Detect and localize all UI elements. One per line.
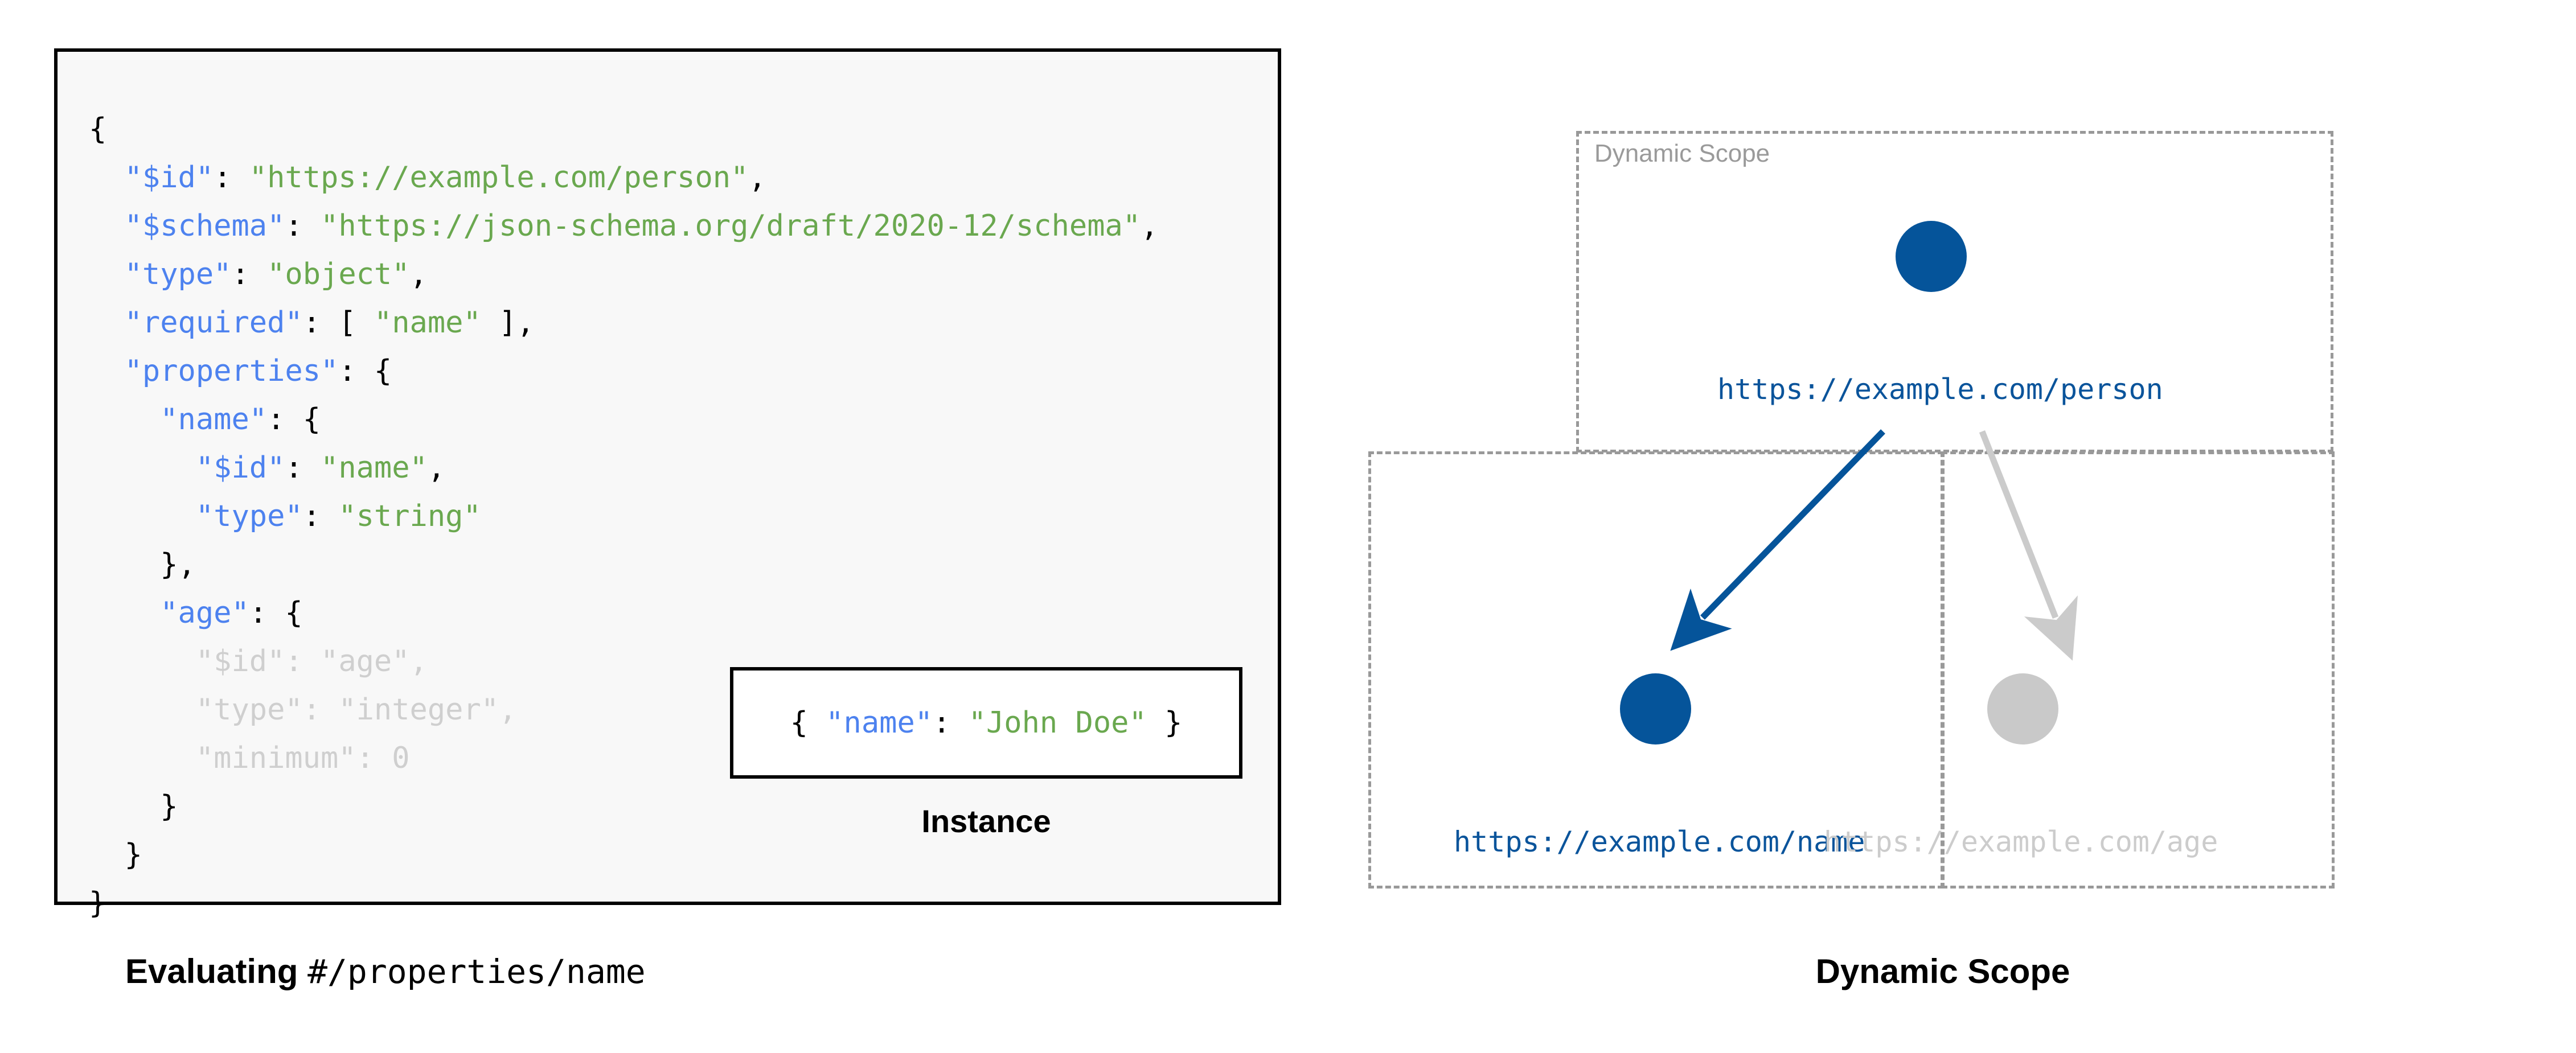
code-token: , — [1141, 209, 1159, 243]
code-token: "properties" — [124, 354, 339, 388]
code-token: : { — [338, 354, 392, 388]
evaluating-caption-pointer: #/properties/name — [307, 952, 646, 991]
code-token: : { — [249, 596, 303, 630]
code-token: "integer" — [338, 693, 499, 727]
code-token: }, — [160, 548, 196, 582]
scope-box-name — [1368, 451, 1943, 889]
code-token: : — [214, 161, 249, 195]
code-line: "name": { — [89, 396, 1158, 444]
code-line: { — [89, 105, 1158, 154]
node-label-age: https://example.com/age — [1824, 825, 2218, 858]
dynamic-scope-caption: Dynamic Scope — [1815, 952, 2070, 990]
instance-box: { "name": "John Doe" } — [730, 667, 1242, 779]
evaluating-caption-bold: Evaluating — [125, 952, 308, 990]
node-circle-name — [1620, 673, 1691, 744]
code-line: "age": { — [89, 589, 1158, 637]
code-line: "properties": { — [89, 347, 1158, 396]
code-token: : — [302, 499, 339, 533]
code-token: "$schema" — [124, 209, 285, 243]
instance-json: { "name": "John Doe" } — [790, 706, 1183, 740]
code-token: : — [933, 706, 969, 740]
scope-box-person — [1576, 131, 2333, 453]
dynamic-scope-diagram: Dynamic Scope https://example.com/person… — [1310, 0, 2576, 1053]
code-token: "$id" — [124, 161, 214, 195]
code-line: "required": [ "name" ], — [89, 299, 1158, 347]
code-token: "minimum" — [195, 741, 356, 775]
code-line: "$schema": "https://json-schema.org/draf… — [89, 202, 1159, 250]
code-line: "$id": "name", — [89, 444, 1158, 492]
code-line: }, — [89, 541, 1158, 589]
node-circle-age — [1987, 673, 2058, 744]
schema-code-box: { "$id": "https://example.com/person", "… — [54, 48, 1281, 920]
code-token: "age" — [160, 596, 249, 630]
code-token: , — [748, 161, 766, 195]
code-line: "$id": "age", — [89, 637, 1158, 686]
code-token: : — [285, 451, 321, 485]
code-token: "required" — [124, 306, 303, 340]
code-line: } — [89, 831, 1158, 879]
instance-caption: Instance — [921, 803, 1051, 839]
code-token: : — [231, 257, 268, 291]
code-token: : [ — [302, 306, 374, 340]
code-line: } — [89, 879, 1158, 928]
code-token: "https://example.com/person" — [249, 161, 749, 195]
code-line: "type": "string" — [89, 492, 1158, 541]
evaluating-caption: Evaluating #/properties/name — [125, 952, 646, 991]
code-token: "type" — [124, 257, 232, 291]
code-token: { — [89, 112, 107, 146]
code-token: : — [302, 693, 339, 727]
code-line: "$id": "https://example.com/person", — [89, 154, 1158, 202]
scope-box-age — [1942, 451, 2335, 889]
code-token: "name" — [374, 306, 481, 340]
node-label-name: https://example.com/name — [1454, 825, 1865, 858]
code-line: "type": "object", — [89, 250, 1158, 299]
code-token: "$id" — [195, 451, 285, 485]
scope-box-label: Dynamic Scope — [1594, 139, 1770, 167]
code-token: "John Doe" — [968, 706, 1147, 740]
code-token: , — [409, 644, 428, 678]
code-token: "age" — [321, 644, 410, 678]
schema-panel: { "$id": "https://example.com/person", "… — [54, 48, 1281, 991]
code-token: "name" — [321, 451, 428, 485]
code-line: "minimum": 0 — [89, 734, 1158, 783]
code-token: , — [427, 451, 446, 485]
code-token: : — [285, 209, 321, 243]
code-token: "$id" — [195, 644, 285, 678]
code-token: : — [285, 644, 321, 678]
code-line: } — [89, 783, 1158, 831]
code-token: } — [160, 789, 178, 824]
code-token: "https://json-schema.org/draft/2020-12/s… — [321, 209, 1141, 243]
code-token: "string" — [338, 499, 481, 533]
code-token: "type" — [195, 693, 303, 727]
code-token: "name" — [160, 402, 268, 437]
code-token: } — [89, 886, 107, 920]
code-token: : { — [267, 402, 321, 437]
code-token: ], — [481, 306, 535, 340]
node-circle-person — [1896, 221, 1967, 292]
node-label-person: https://example.com/person — [1717, 373, 2163, 406]
code-token: } — [1146, 706, 1183, 740]
schema-code-listing: { "$id": "https://example.com/person", "… — [89, 105, 1158, 928]
code-line: "type": "integer", — [89, 686, 1158, 734]
code-token: , — [499, 693, 517, 727]
code-token: "type" — [195, 499, 303, 533]
code-token: "object" — [267, 257, 410, 291]
code-token: "name" — [826, 706, 933, 740]
code-token: : 0 — [356, 741, 410, 775]
code-token: } — [124, 838, 142, 872]
code-token: { — [790, 706, 826, 740]
code-token: , — [409, 257, 428, 291]
